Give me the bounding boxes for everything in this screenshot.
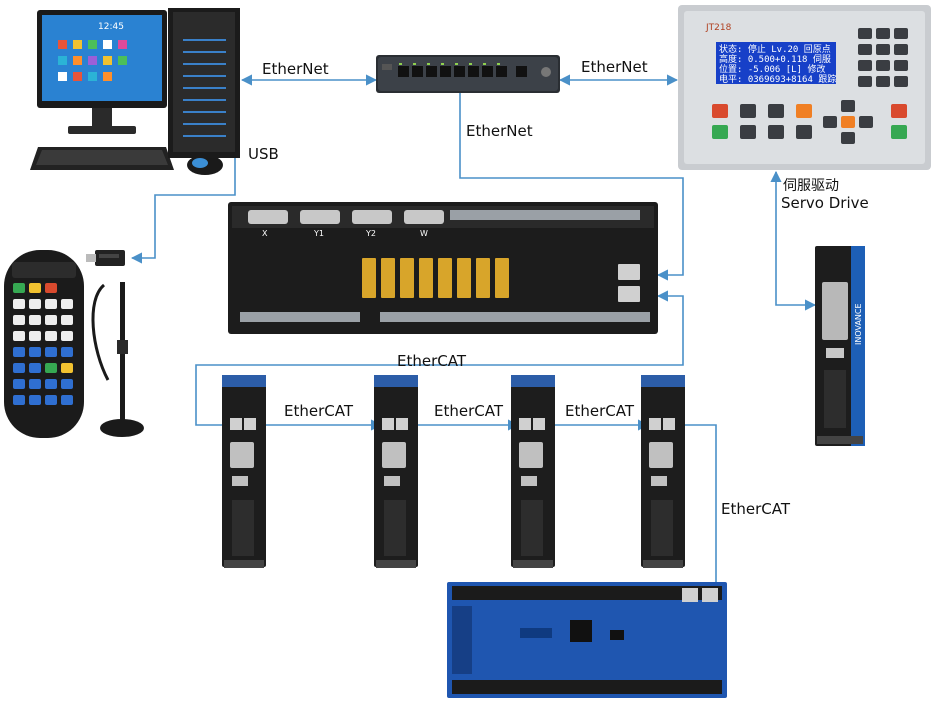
lcd-line-2: 高度: 0.500+0.118 伺服 <box>719 53 831 65</box>
wire-switch-board <box>459 88 684 281</box>
io-expansion-board <box>447 582 727 698</box>
wire-drive-io <box>676 424 722 594</box>
numeric-keypad <box>858 28 908 87</box>
port-label-y2: Y2 <box>365 229 376 238</box>
keyboard-icon <box>30 147 174 170</box>
ethernet-switch-icon <box>376 55 560 93</box>
servo-drive-1 <box>222 375 266 568</box>
label-ethercat-2: EtherCAT <box>434 402 503 420</box>
servo-drive-inovance: INOVANCE <box>815 246 865 446</box>
port-label-y1: Y1 <box>313 229 324 238</box>
remote-buttons <box>13 283 73 405</box>
label-servo-drive-cn: 伺服驱动 <box>783 178 839 194</box>
rj45-ports <box>618 264 640 302</box>
label-ethernet-switch-board: EtherNet <box>466 122 533 140</box>
label-ethercat-1: EtherCAT <box>284 402 353 420</box>
servo-drive-4 <box>641 375 685 568</box>
terminal-blocks-top <box>450 210 640 220</box>
antenna-icon <box>91 282 144 437</box>
motion-control-board: X Y1 Y2 W <box>228 202 658 334</box>
port-label-x: X <box>262 229 268 238</box>
label-ethercat-io: EtherCAT <box>721 500 790 518</box>
lcd-line-4: 电平: 0369693+8164 跟踪 <box>719 73 836 85</box>
label-usb: USB <box>248 145 279 163</box>
servo-brand-text: INOVANCE <box>854 303 863 345</box>
wire-controller-servo <box>770 170 817 311</box>
terminal-blocks-bottom <box>240 312 650 322</box>
monitor-icon: 12:45 <box>37 10 167 134</box>
handheld-remote-icon <box>4 250 84 438</box>
pc-tower-icon <box>168 8 240 158</box>
wire-board-ethercat <box>195 290 684 426</box>
clock-text: 12:45 <box>98 22 124 32</box>
db-connectors <box>248 210 444 224</box>
controller-lcd <box>716 42 836 84</box>
direction-pad <box>823 100 873 144</box>
label-servo-drive-en: Servo Drive <box>781 194 869 212</box>
function-keys <box>712 104 812 139</box>
label-ethercat-3: EtherCAT <box>565 402 634 420</box>
relays <box>362 258 509 298</box>
label-ethernet-switch-controller: EtherNet <box>581 58 648 76</box>
label-ethernet-pc-switch: EtherNet <box>262 60 329 78</box>
lcd-line-1: 状态: 停止 Lv.20 回原点 <box>719 43 831 55</box>
port-label-w: W <box>420 229 428 238</box>
wire-usb <box>130 95 236 264</box>
controller-panel: JT218 状态: 停止 Lv.20 回原点 高度: 0.500+0.118 伺… <box>678 5 931 170</box>
controller-model: JT218 <box>705 23 732 33</box>
mouse-icon <box>187 155 223 175</box>
servo-drive-2 <box>374 375 418 568</box>
desktop-app-icons <box>58 40 127 81</box>
usb-dongle-icon <box>86 250 125 266</box>
servo-drive-3 <box>511 375 555 568</box>
lcd-line-3: 位置: -5.006 [L] 修改 <box>719 63 825 75</box>
label-ethercat-board: EtherCAT <box>397 352 466 370</box>
